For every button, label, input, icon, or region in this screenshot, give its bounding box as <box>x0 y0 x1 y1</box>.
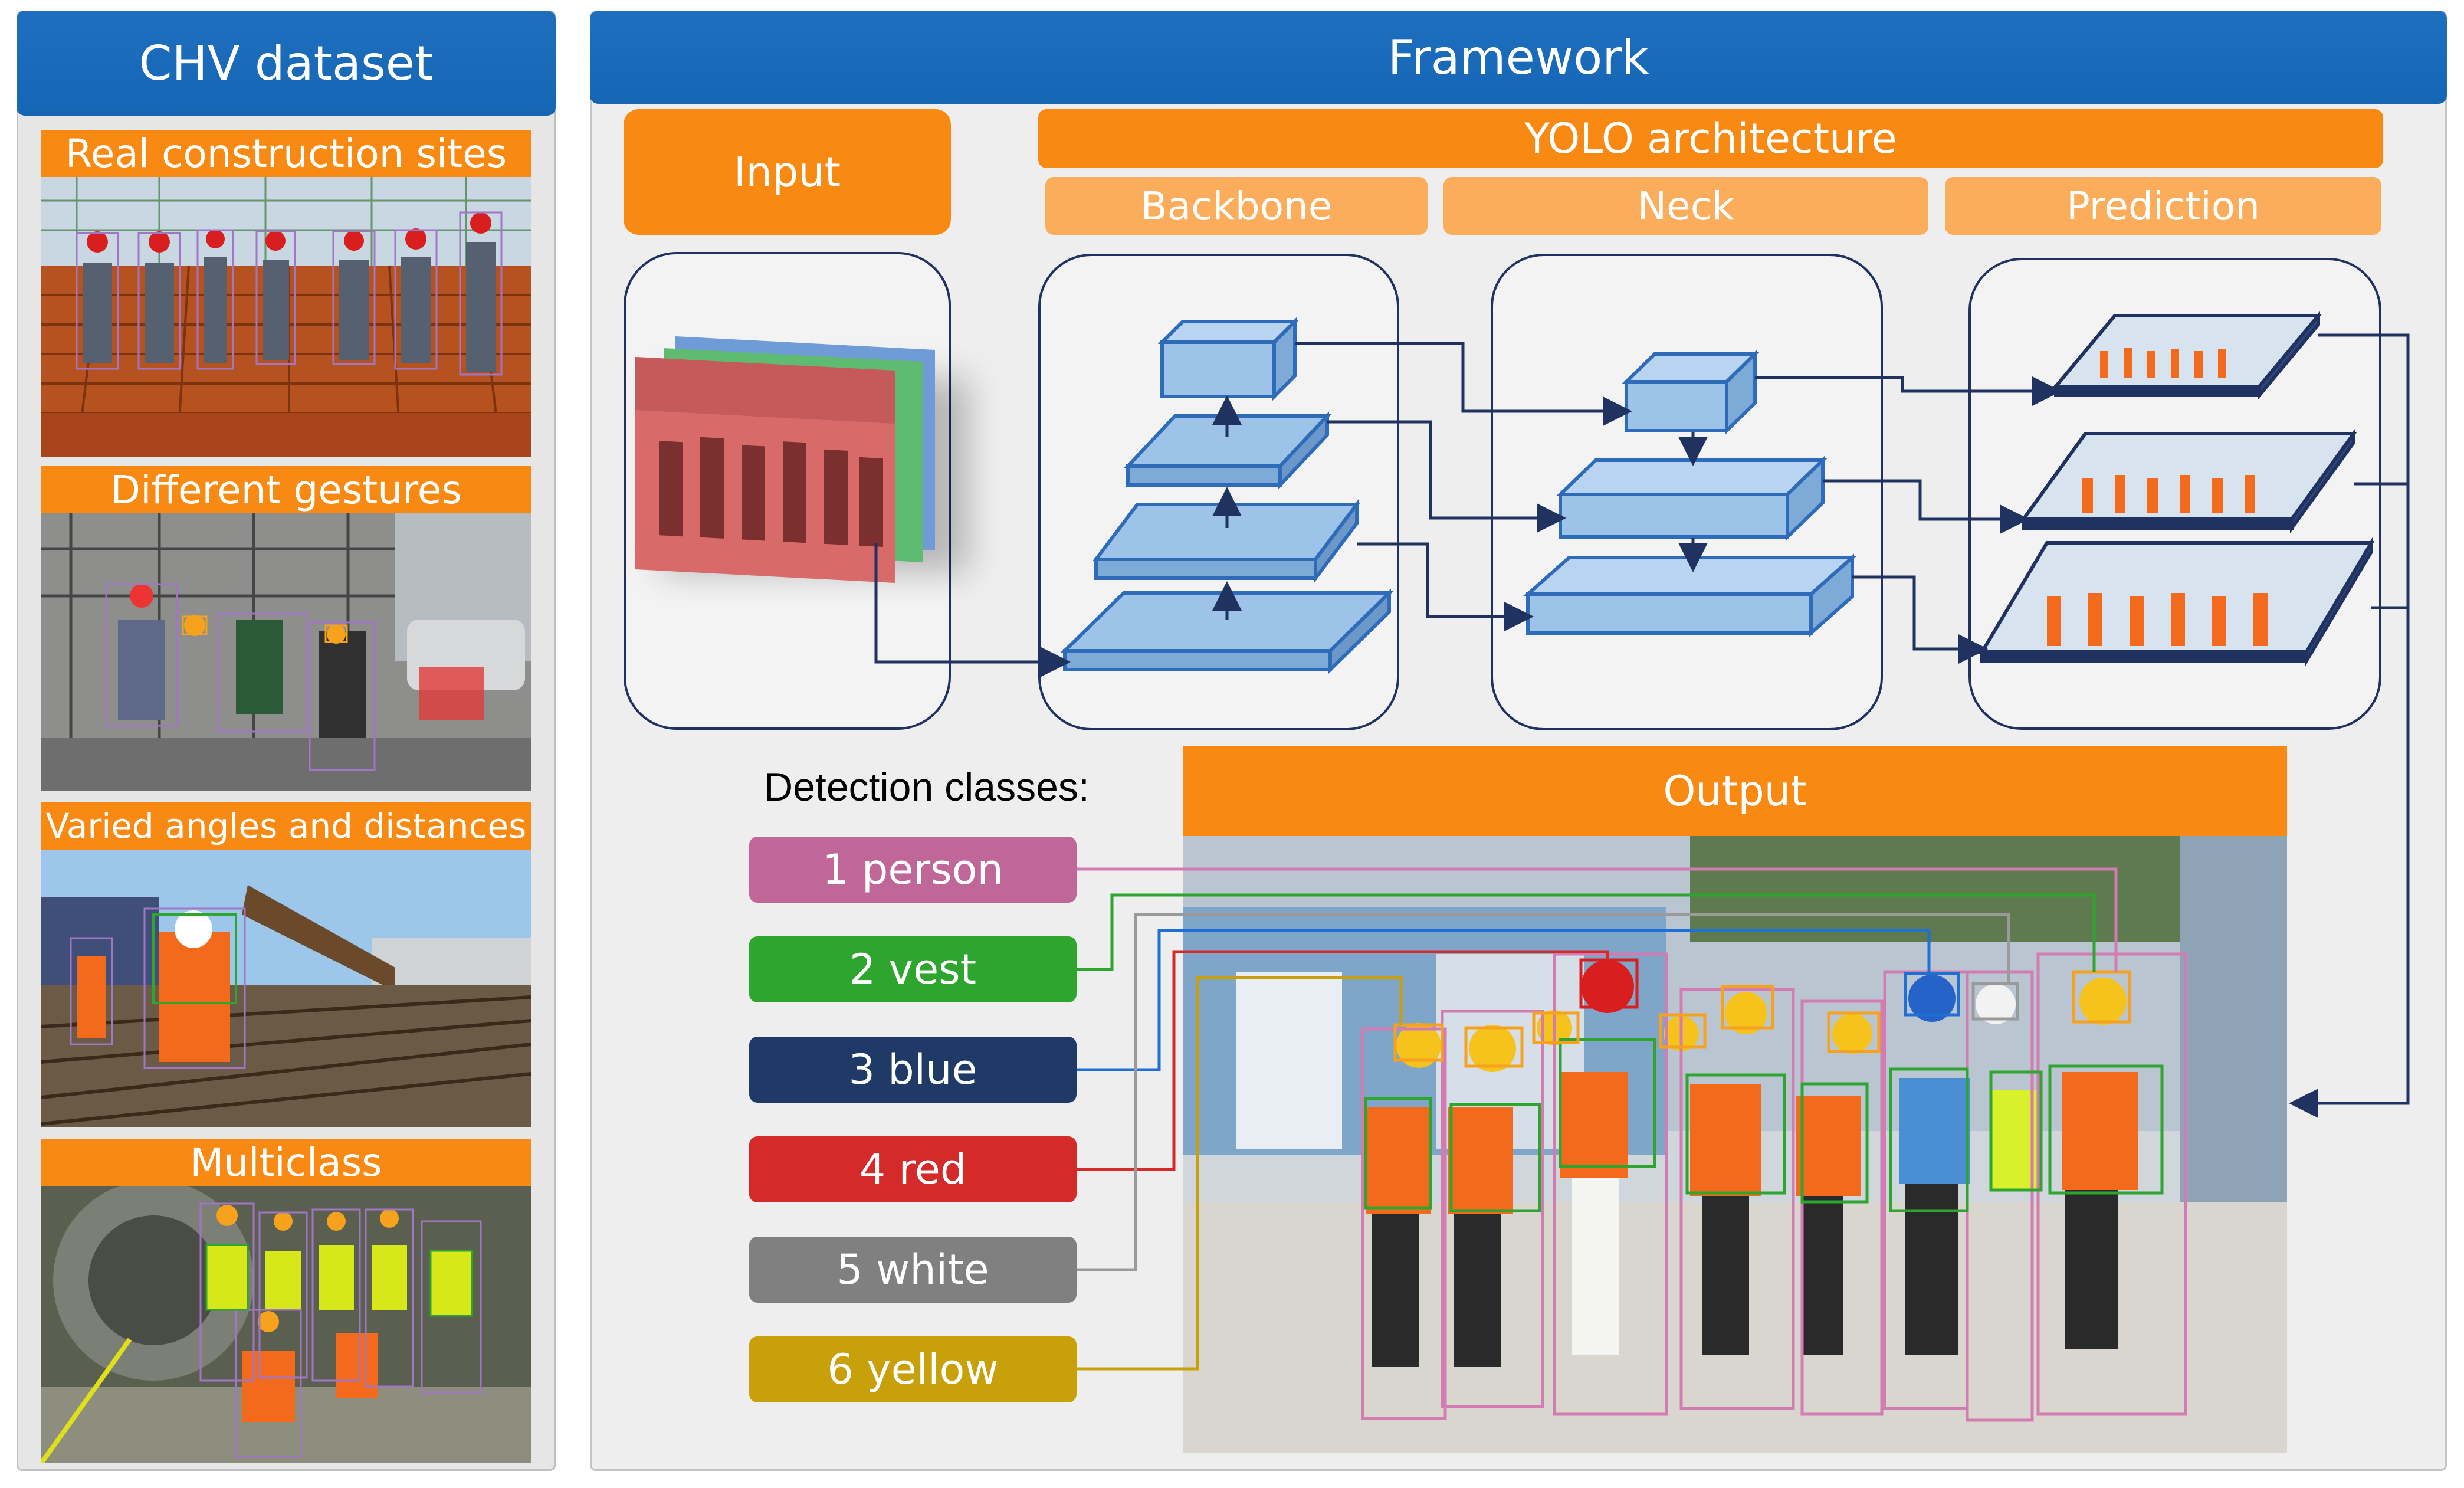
section-label-real-sites: Real construction sites <box>41 130 531 177</box>
section-label-text: Real construction sites <box>65 130 507 176</box>
class-vest: 2 vest <box>749 936 1077 1002</box>
neck-layers <box>1523 349 1857 637</box>
class-white: 5 white <box>749 1237 1077 1303</box>
class-blue: 3 blue <box>749 1037 1077 1103</box>
yolo-architecture-text: YOLO architecture <box>1524 114 1897 163</box>
prediction-label: Prediction <box>1945 177 2381 235</box>
output-label-text: Output <box>1663 767 1807 815</box>
class-yellow: 6 yellow <box>749 1336 1077 1402</box>
framework-connections <box>874 333 2410 1118</box>
class-label: 1 person <box>822 845 1003 894</box>
detection-classes-text: Detection classes: <box>764 765 1090 809</box>
neck-label: Neck <box>1443 177 1928 235</box>
framework-title-text: Framework <box>1387 30 1649 85</box>
class-person: 1 person <box>749 837 1077 903</box>
section-label-text: Multiclass <box>190 1139 382 1185</box>
class-label: 5 white <box>836 1246 989 1294</box>
photo-varied-angles <box>41 850 531 1127</box>
framework-title: Framework <box>590 11 2447 104</box>
class-label: 4 red <box>859 1145 967 1194</box>
class-label: 6 yellow <box>827 1345 999 1394</box>
output-label: Output <box>1183 746 2287 836</box>
section-label-multiclass: Multiclass <box>41 1139 531 1186</box>
section-label-angles: Varied angles and distances <box>41 802 531 850</box>
photo-real-construction-sites <box>41 177 531 457</box>
input-label: Input <box>624 109 951 235</box>
output-detection-image <box>1183 836 2287 1453</box>
detection-classes-title: Detection classes: <box>764 764 1118 817</box>
section-label-text: Varied angles and distances <box>45 806 527 846</box>
yolo-architecture-label: YOLO architecture <box>1038 109 2383 168</box>
class-red: 4 red <box>749 1136 1077 1202</box>
neck-text: Neck <box>1637 183 1735 229</box>
backbone-label: Backbone <box>1045 177 1428 235</box>
section-label-text: Different gestures <box>110 467 462 513</box>
prediction-workers <box>2047 348 2268 646</box>
prediction-text: Prediction <box>2066 183 2260 229</box>
class-label: 3 blue <box>848 1045 977 1094</box>
input-image-stack <box>635 336 967 584</box>
backbone-text: Backbone <box>1140 183 1333 229</box>
photo-multiclass <box>41 1186 531 1463</box>
chv-dataset-title: CHV dataset <box>17 11 556 116</box>
chv-dataset-title-text: CHV dataset <box>139 35 434 91</box>
input-label-text: Input <box>733 148 841 196</box>
class-label: 2 vest <box>849 945 977 994</box>
photo-different-gestures <box>41 513 531 791</box>
section-label-gestures: Different gestures <box>41 466 531 513</box>
backbone-layers <box>1060 317 1394 674</box>
